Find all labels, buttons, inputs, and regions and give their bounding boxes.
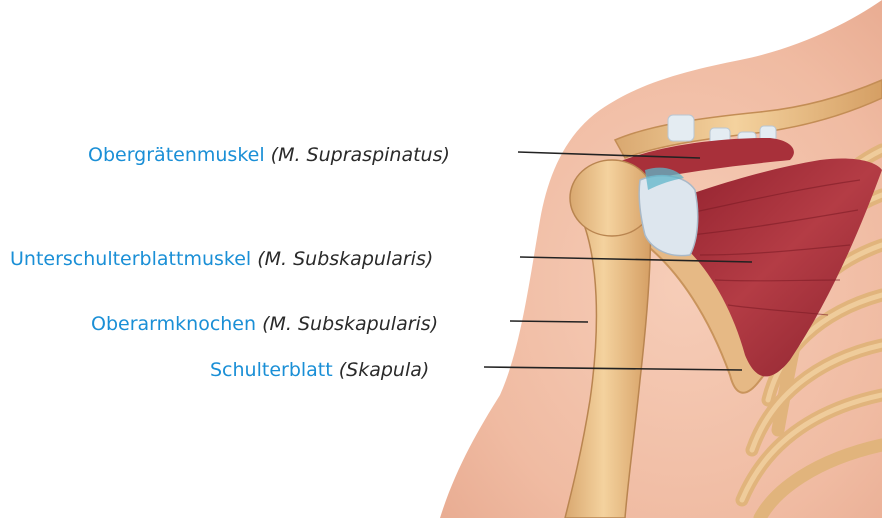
leader-line-humerus — [510, 321, 588, 322]
label-humerus: Oberarmknochen (M. Subskapularis) — [91, 312, 438, 336]
label-latin: (Skapula) — [339, 359, 430, 381]
label-latin: (M. Subskapularis) — [257, 248, 433, 270]
label-term: Oberarmknochen — [91, 313, 256, 335]
label-term: Unterschulterblattmuskel — [10, 248, 251, 270]
label-term: Obergrätenmuskel — [88, 144, 265, 166]
label-supraspinatus: Obergrätenmuskel (M. Supraspinatus) — [88, 143, 450, 167]
label-scapula: Schulterblatt (Skapula) — [210, 358, 429, 382]
label-subscapularis: Unterschulterblattmuskel (M. Subskapular… — [10, 247, 433, 271]
label-term: Schulterblatt — [210, 359, 333, 381]
label-latin: (M. Subskapularis) — [262, 313, 438, 335]
label-latin: (M. Supraspinatus) — [271, 144, 450, 166]
